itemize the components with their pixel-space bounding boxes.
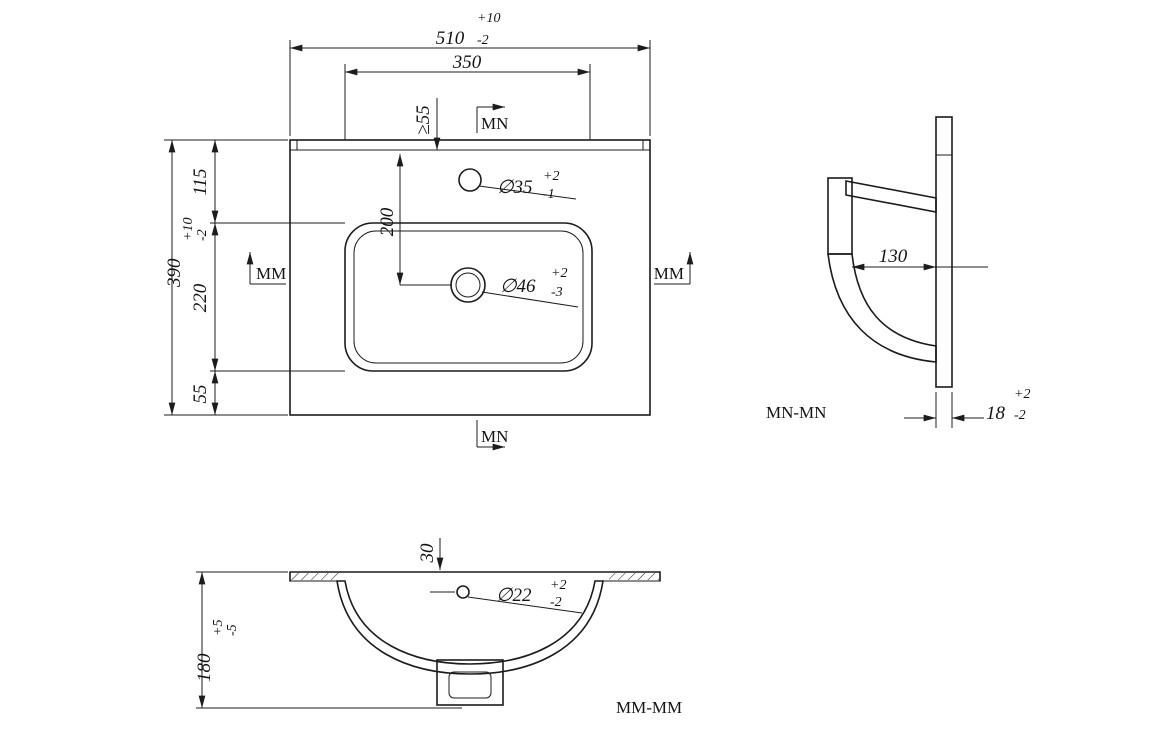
basin-inner-rim [353, 230, 584, 364]
front-view-label: MM-MM [616, 698, 682, 717]
back-block-section [827, 177, 853, 255]
drain-leader [481, 291, 579, 308]
bowl-section [336, 580, 604, 675]
faucet-hole-label: ∅35 [497, 177, 533, 198]
mm-left-label: MM [256, 264, 286, 283]
dim-390-value: 390 [164, 258, 185, 288]
dim-18-plus: +2 [1014, 387, 1030, 402]
dim-min55-value: ≥55 [413, 105, 434, 134]
rim-hatch-left [291, 573, 341, 580]
basin-outer-rim [344, 222, 593, 372]
dim-18-minus: -2 [1014, 408, 1026, 423]
dim-30-value: 30 [417, 543, 438, 564]
dim-180-text: 180 +5 -5 [194, 620, 240, 682]
drain-hole-inner [455, 272, 481, 298]
dim-200-value: 200 [377, 207, 398, 236]
dim-115-value: 115 [190, 168, 211, 195]
mn-top-label: MN [481, 114, 508, 133]
dim-180-plus: +5 [211, 620, 226, 636]
bowl-wall-section [827, 253, 937, 363]
rim-section [845, 180, 937, 213]
dim-390-text: 390 +10 -2 [164, 218, 210, 288]
top-view: ∅35 +2 -1 ∅46 +2 -3 510 +10 -2 350 ≥55 2… [164, 11, 694, 451]
side-view-mn: 130 +2 18 -2 MN-MN [766, 116, 1030, 428]
dim-350-value: 350 [452, 52, 482, 73]
dim-510-value: 510 [436, 28, 465, 49]
faucet-hole [458, 168, 482, 192]
overflow-hole-label: ∅22 [496, 585, 532, 606]
mn-bottom-label: MN [481, 427, 508, 446]
overflow-tol-plus: +2 [550, 578, 566, 593]
front-view-mm: ∅22 +2 -2 30 180 +5 -5 MM-MM [194, 538, 682, 717]
dim-55-value: 55 [190, 385, 211, 404]
dim-510-plus: +10 [477, 11, 500, 26]
dim-390-plus: +10 [181, 218, 196, 241]
dim-220-value: 220 [190, 283, 211, 312]
sink-outline [289, 139, 651, 416]
dim-180-minus: -5 [225, 624, 240, 636]
mm-right-label: MM [654, 264, 684, 283]
drain-hole-label: ∅46 [500, 276, 536, 297]
side-view-label: MN-MN [766, 403, 826, 422]
drain-box-inner [448, 671, 492, 699]
dim-130-value: 130 [879, 246, 908, 267]
drain-tol-minus: -3 [551, 285, 563, 300]
rim-hatch-right [609, 573, 659, 580]
dim-180-value: 180 [194, 653, 215, 682]
front-apron-section [935, 116, 953, 388]
dim-510-minus: -2 [477, 33, 489, 48]
overflow-leader [467, 596, 583, 614]
drain-box [436, 659, 504, 706]
faucet-tol-minus: -1 [543, 187, 555, 202]
drain-tol-plus: +2 [551, 266, 567, 281]
overflow-hole [456, 585, 470, 599]
dim-18-value: 18 [986, 403, 1006, 424]
overflow-tol-minus: -2 [550, 595, 562, 610]
faucet-leader [478, 185, 577, 200]
faucet-tol-plus: +2 [543, 169, 559, 184]
dim-390-minus: -2 [195, 229, 210, 241]
